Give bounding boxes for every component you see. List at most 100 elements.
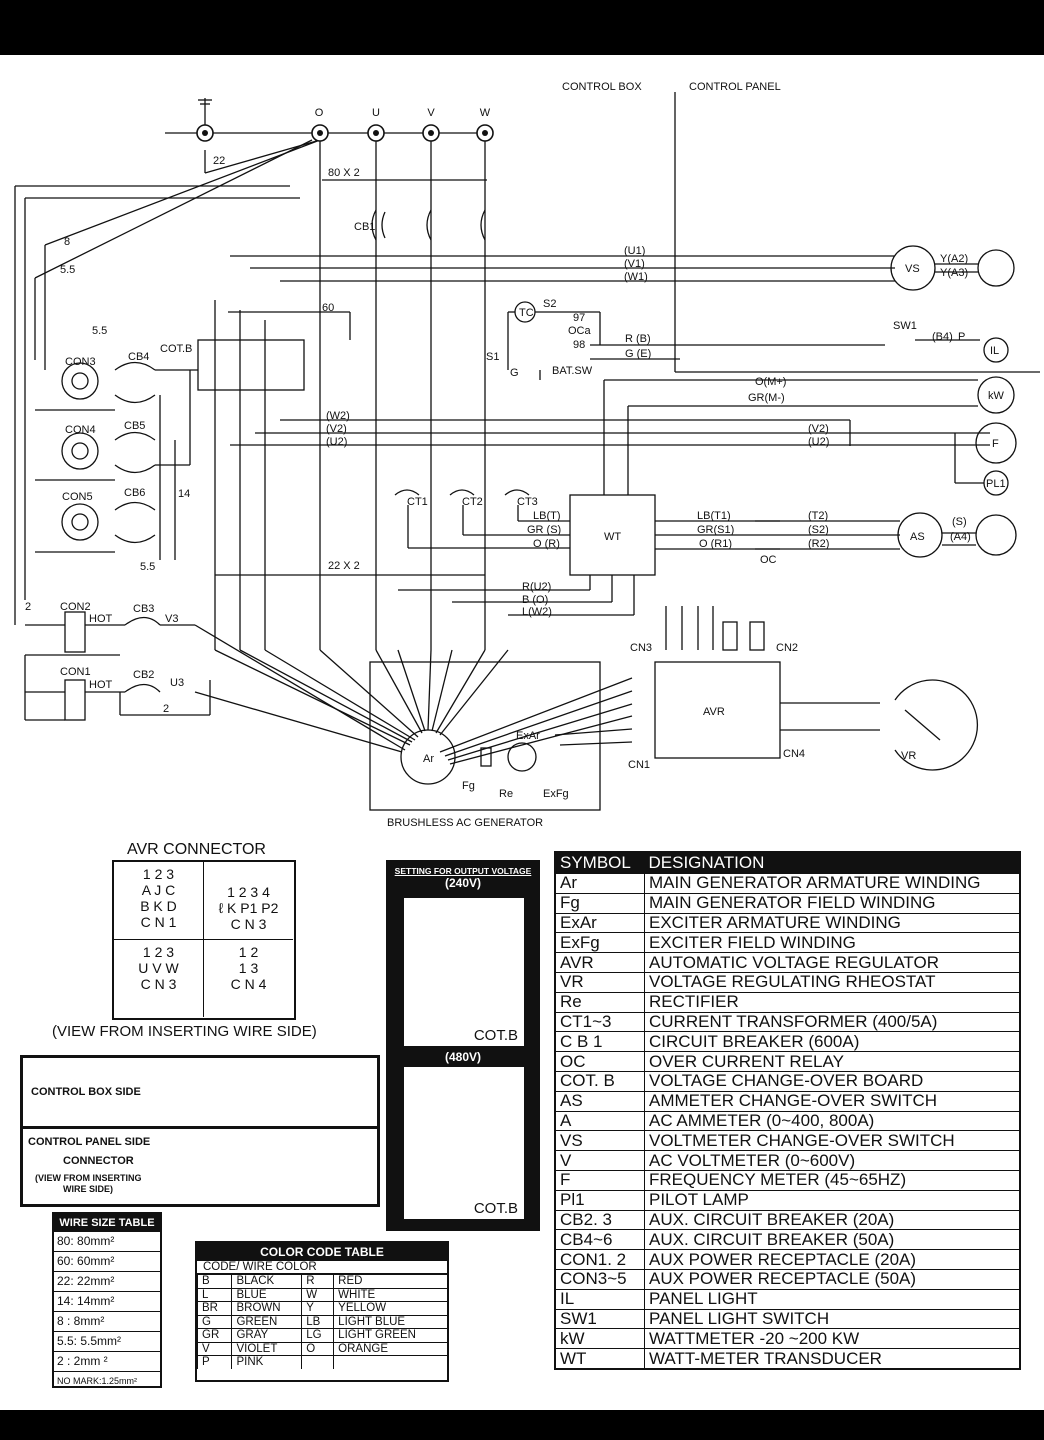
- lw2-label: L(W2): [522, 606, 552, 618]
- v2-label: (V2): [808, 423, 829, 435]
- cotb-240-pane: COT.B: [404, 898, 524, 1046]
- or-label: O (R): [533, 538, 560, 550]
- cn3-uvw-pins: 1 2 3: [142, 944, 175, 960]
- color: YELLOW: [333, 1301, 447, 1315]
- vr-label: VR: [901, 750, 916, 762]
- legend-designation: PANEL LIGHT SWITCH: [644, 1308, 1020, 1329]
- a4-label: (A4): [950, 531, 971, 543]
- cb1-label: CB1: [354, 221, 375, 233]
- terminal-v: V: [427, 107, 435, 119]
- re-label: Re: [499, 788, 513, 800]
- cn3-quadrant: 1 2 3 4 ℓ K P1 P2 C N 3: [204, 862, 293, 940]
- bottom-band: [0, 1410, 1044, 1440]
- cn4-label: CN4: [783, 748, 805, 760]
- legend-symbol: CB4~6: [555, 1229, 645, 1250]
- connector-label: CONNECTOR: [63, 1155, 134, 1167]
- s2w-label: (S2): [808, 524, 829, 536]
- wire-22-label: 22: [213, 155, 225, 167]
- u1-label: (U1): [624, 245, 645, 257]
- control-box-label: CONTROL BOX: [562, 81, 642, 93]
- as-label: AS: [910, 531, 925, 543]
- s-label: (S): [952, 516, 967, 528]
- cb6-label: CB6: [124, 487, 145, 499]
- legend-symbol: CON1. 2: [555, 1249, 645, 1270]
- legend-designation: WATT-METER TRANSDUCER: [644, 1348, 1020, 1369]
- fg-label: Fg: [462, 780, 475, 792]
- om-label: O(M+): [755, 376, 786, 388]
- code: L: [196, 1287, 232, 1302]
- oc-label: OC: [760, 554, 777, 566]
- bat-sw-label: BAT.SW: [552, 365, 593, 377]
- wiring-diagram: O U V W CONTROL BOX CONTROL PANEL 22 80 …: [14, 81, 1040, 829]
- legend-symbol: AS: [555, 1090, 645, 1112]
- wire-8-label: 8: [64, 236, 70, 248]
- sw1-label: SW1: [893, 320, 917, 332]
- color: [333, 1355, 447, 1369]
- legend-symbol: Fg: [555, 892, 645, 914]
- ct3-label: CT3: [517, 496, 538, 508]
- legend-symbol: C B 1: [555, 1031, 645, 1052]
- wire-55-label: 5.5: [60, 264, 75, 276]
- con3-label: CON3: [65, 356, 96, 368]
- color: BLACK: [231, 1274, 302, 1288]
- cotb-480-pane: COT.B: [404, 1067, 524, 1219]
- legend-symbol: OC: [555, 1051, 645, 1072]
- color: LIGHT BLUE: [333, 1314, 447, 1329]
- cn3-uvw-row: U V W: [138, 960, 179, 976]
- ya2-label: Y(A2): [940, 253, 968, 265]
- hot-label: HOT: [89, 613, 113, 625]
- cn4-row: 1 3: [238, 960, 259, 976]
- ct1-label: CT1: [407, 496, 428, 508]
- legend-symbol: F: [555, 1169, 645, 1191]
- color: RED: [333, 1274, 447, 1288]
- code: BR: [196, 1301, 232, 1315]
- code: W: [301, 1287, 334, 1302]
- color: PINK: [231, 1355, 302, 1369]
- s1-label: S1: [486, 351, 499, 363]
- code: GR: [196, 1328, 232, 1342]
- wire-size-table: WIRE SIZE TABLE 80: 80mm² 60: 60mm² 22: …: [52, 1212, 162, 1388]
- u2-label: (U2): [808, 436, 829, 448]
- label-98: 98: [573, 339, 585, 351]
- or1-label: O (R1): [699, 538, 732, 550]
- terminal-o: O: [315, 107, 324, 119]
- wire-80x2-label: 80 X 2: [328, 167, 360, 179]
- w2-label: (W2): [326, 410, 350, 422]
- top-band: [0, 0, 1044, 55]
- v2-label: (V2): [326, 423, 347, 435]
- t2-label: (T2): [808, 510, 828, 522]
- wire-size-row: 22: 22mm²: [54, 1272, 160, 1292]
- legend-designation: MAIN GENERATOR FIELD WINDING: [644, 892, 1020, 914]
- legend-designation: AUTOMATIC VOLTAGE REGULATOR: [644, 952, 1020, 973]
- exfg-label: ExFg: [543, 788, 569, 800]
- code: LB: [301, 1314, 334, 1329]
- cotb-label: COT.B: [160, 343, 192, 355]
- cn1-name: C N 1: [140, 914, 177, 930]
- ru2-label: R(U2): [522, 581, 551, 593]
- b4-label: (B4): [932, 331, 953, 343]
- cn4-quadrant: 1 2 1 3 C N 4: [204, 940, 293, 1017]
- con2-label: CON2: [60, 601, 91, 613]
- wire-55-label: 5.5: [140, 561, 155, 573]
- con1-label: CON1: [60, 666, 91, 678]
- view-note: (VIEW FROM INSERTING WIRE SIDE): [52, 1023, 317, 1040]
- legend-symbol: COT. B: [555, 1070, 645, 1092]
- terminal-u: U: [372, 107, 380, 119]
- label-97: 97: [573, 312, 585, 324]
